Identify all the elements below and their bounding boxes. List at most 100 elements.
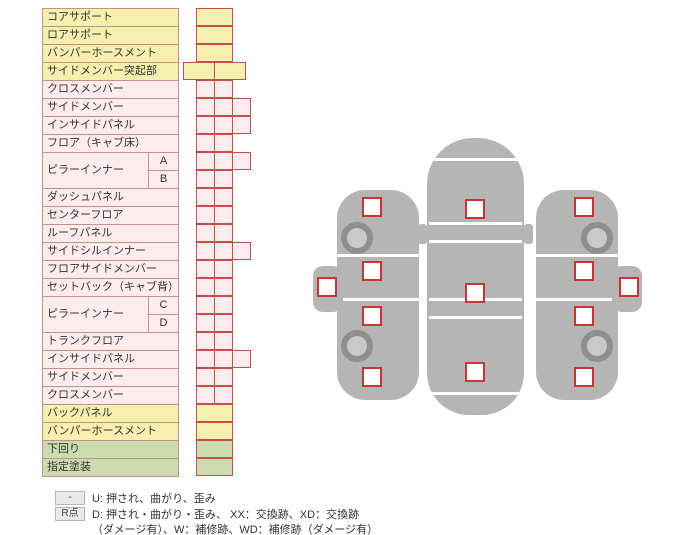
panel-separator bbox=[429, 222, 522, 225]
panel-separator bbox=[429, 240, 522, 243]
damage-marker[interactable] bbox=[362, 261, 382, 281]
damage-cell[interactable] bbox=[214, 188, 233, 206]
part-label: クロスメンバー bbox=[42, 80, 179, 99]
damage-cell[interactable] bbox=[196, 422, 233, 440]
part-label: フロアサイドメンバー bbox=[42, 260, 179, 279]
parts-table-body: コアサポートロアサポートバンパーホースメントサイドメンバー突起部クロスメンバーサ… bbox=[42, 8, 179, 477]
table-row: 下回り bbox=[42, 440, 179, 459]
damage-cell[interactable] bbox=[214, 386, 233, 404]
damage-cell[interactable] bbox=[232, 98, 251, 116]
legend-symbol-dash: - bbox=[55, 491, 85, 505]
damage-cell-row bbox=[196, 80, 233, 98]
legend-text-u: U: 押され、曲がり、歪み bbox=[92, 493, 216, 505]
damage-cell-row bbox=[196, 368, 233, 386]
damage-cell-row bbox=[196, 332, 233, 350]
table-row: D bbox=[43, 314, 179, 333]
part-sub-label: A bbox=[148, 152, 179, 171]
table-row: クロスメンバー bbox=[42, 80, 179, 99]
part-label: インサイドパネル bbox=[42, 116, 179, 135]
table-row: クロスメンバー bbox=[42, 386, 179, 405]
damage-marker[interactable] bbox=[362, 367, 382, 387]
damage-cell[interactable] bbox=[214, 206, 233, 224]
damage-cell-row bbox=[196, 404, 233, 422]
damage-cell[interactable] bbox=[196, 404, 233, 422]
part-label: ルーフパネル bbox=[42, 224, 179, 243]
damage-marker[interactable] bbox=[362, 197, 382, 217]
damage-cell[interactable] bbox=[214, 260, 233, 278]
panel-separator bbox=[429, 392, 522, 395]
damage-cell[interactable] bbox=[196, 26, 233, 44]
damage-marker[interactable] bbox=[574, 197, 594, 217]
damage-marker[interactable] bbox=[619, 277, 639, 297]
damage-cell[interactable] bbox=[196, 440, 233, 458]
part-label: クロスメンバー bbox=[42, 386, 179, 405]
damage-marker[interactable] bbox=[465, 283, 485, 303]
table-row: フロアサイドメンバー bbox=[42, 260, 179, 279]
wheel-icon bbox=[581, 330, 613, 362]
damage-marker[interactable] bbox=[574, 261, 594, 281]
damage-cell[interactable] bbox=[214, 332, 233, 350]
damage-cell-row bbox=[196, 44, 233, 62]
damage-cell-row bbox=[196, 440, 233, 458]
damage-cell-row bbox=[196, 8, 233, 26]
damage-cell-row bbox=[196, 314, 233, 332]
panel-separator bbox=[429, 158, 522, 161]
legend-text-d: D: 押され・曲がり・歪み、 XX：交換跡、XD：交換跡 bbox=[92, 509, 360, 521]
part-label: サイドメンバー bbox=[42, 98, 179, 117]
part-label: 下回り bbox=[42, 440, 179, 459]
damage-cell-row bbox=[196, 296, 233, 314]
damage-cell[interactable] bbox=[214, 134, 233, 152]
damage-marker[interactable] bbox=[574, 306, 594, 326]
damage-cell-row bbox=[196, 422, 233, 440]
table-row: 指定塗装 bbox=[42, 458, 179, 477]
right-mirror-icon bbox=[524, 224, 533, 244]
damage-cell[interactable] bbox=[196, 44, 233, 62]
table-row: コアサポート bbox=[42, 8, 179, 27]
damage-cell[interactable] bbox=[214, 368, 233, 386]
damage-marker[interactable] bbox=[362, 306, 382, 326]
damage-cell[interactable] bbox=[232, 116, 251, 134]
wheel-icon bbox=[341, 222, 373, 254]
parts-table: コアサポートロアサポートバンパーホースメントサイドメンバー突起部クロスメンバーサ… bbox=[42, 8, 179, 477]
part-sub-label: D bbox=[148, 314, 179, 333]
damage-cell[interactable] bbox=[214, 224, 233, 242]
table-row: サイドシルインナー bbox=[42, 242, 179, 261]
table-row: サイドメンバー bbox=[42, 98, 179, 117]
damage-cell[interactable] bbox=[214, 80, 233, 98]
damage-cell[interactable] bbox=[214, 170, 233, 188]
damage-cell[interactable] bbox=[214, 278, 233, 296]
damage-cell-row bbox=[196, 278, 233, 296]
damage-cell[interactable] bbox=[232, 152, 251, 170]
damage-marker[interactable] bbox=[574, 367, 594, 387]
damage-cell[interactable] bbox=[214, 314, 233, 332]
table-row: センターフロア bbox=[42, 206, 179, 225]
part-label: サイドシルインナー bbox=[42, 242, 179, 261]
panel-separator bbox=[429, 316, 522, 319]
part-label: 指定塗装 bbox=[42, 458, 179, 477]
damage-cell[interactable] bbox=[196, 458, 233, 476]
damage-cell-row bbox=[196, 188, 233, 206]
damage-cell-row bbox=[196, 26, 233, 44]
part-label: ロアサポート bbox=[42, 26, 179, 45]
damage-cell-row bbox=[196, 386, 233, 404]
part-label: センターフロア bbox=[42, 206, 179, 225]
damage-marker[interactable] bbox=[465, 362, 485, 382]
damage-cell[interactable] bbox=[232, 242, 251, 260]
damage-cell-row bbox=[196, 260, 233, 278]
part-label: ピラーインナー bbox=[42, 296, 149, 333]
damage-cell-row bbox=[196, 152, 251, 170]
damage-marker[interactable] bbox=[465, 199, 485, 219]
part-label: コアサポート bbox=[42, 8, 179, 27]
damage-cell[interactable] bbox=[232, 350, 251, 368]
damage-cell[interactable] bbox=[196, 8, 233, 26]
damage-marker[interactable] bbox=[317, 277, 337, 297]
table-row: インサイドパネル bbox=[42, 350, 179, 369]
damage-cell-row bbox=[196, 242, 251, 260]
damage-cell-row bbox=[196, 224, 233, 242]
damage-cell[interactable] bbox=[214, 296, 233, 314]
left-mirror-icon bbox=[418, 224, 427, 244]
damage-cell[interactable] bbox=[214, 62, 246, 80]
legend-symbol-r: R点 bbox=[55, 507, 85, 521]
wheel-icon bbox=[581, 222, 613, 254]
